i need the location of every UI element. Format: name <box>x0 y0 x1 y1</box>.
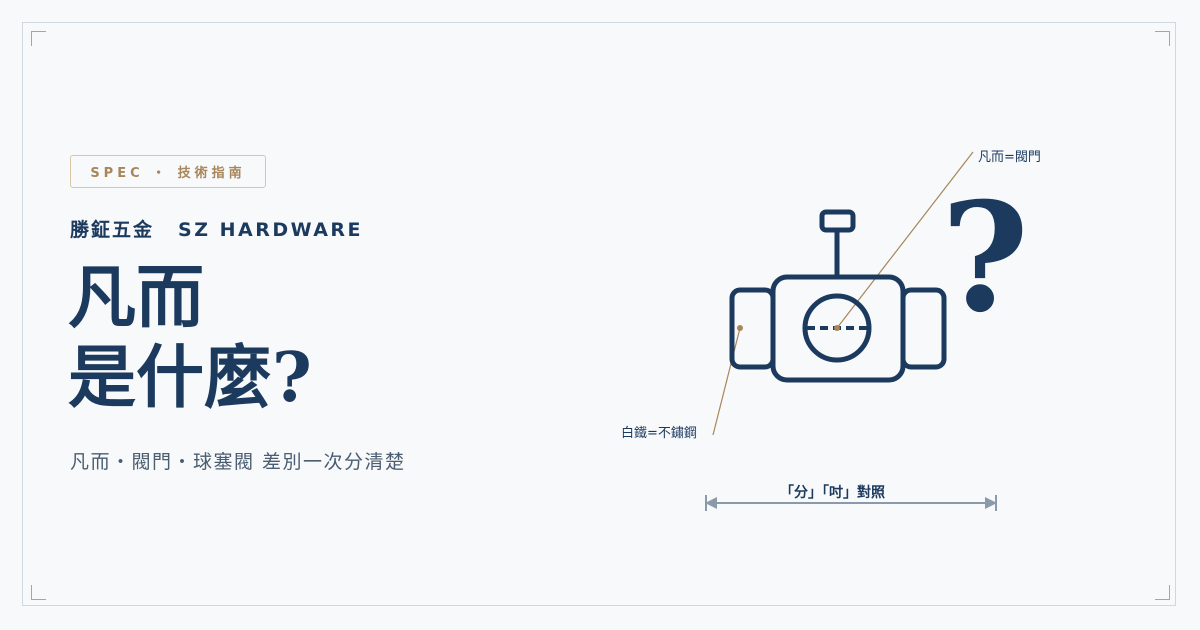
brand-name-zh: 勝鉦五金 <box>70 219 155 241</box>
corner-mark-bottom-right <box>1155 585 1170 600</box>
valve-ball <box>802 293 872 363</box>
leader-line-left <box>712 327 741 436</box>
leader-dot-center <box>834 325 840 331</box>
leader-line-top <box>836 151 974 329</box>
title-line-2: 是什麼? <box>68 338 312 418</box>
callout-valve: 凡而=閥門 <box>978 150 1041 165</box>
subtitle: 凡而・閥門・球塞閥 差別一次分清楚 <box>70 451 406 473</box>
brand-name-en: SZ HARDWARE <box>178 219 364 241</box>
category-badge: SPEC ・ 技術指南 <box>70 155 266 188</box>
dimension-arrow-left-icon <box>705 497 717 509</box>
corner-mark-bottom-left <box>31 585 46 600</box>
valve-flange-right <box>900 287 947 370</box>
valve-handle <box>819 209 856 233</box>
page-title: 凡而 是什麼? <box>68 258 312 418</box>
corner-mark-top-right <box>1155 31 1170 46</box>
leader-dot-left <box>737 325 743 331</box>
dimension-arrow-right-icon <box>985 497 997 509</box>
valve-diagram: ? <box>705 151 1029 511</box>
callout-stainless: 白鐵=不鏽鋼 <box>621 426 697 441</box>
question-mark-icon: ? <box>941 170 1029 346</box>
dimension-label: 「分」「吋」對照 <box>780 485 885 501</box>
valve-body <box>770 274 906 383</box>
corner-mark-top-left <box>31 31 46 46</box>
brand-name: 勝鉦五金 SZ HARDWARE <box>70 215 363 242</box>
title-line-1: 凡而 <box>68 258 205 338</box>
page-frame <box>22 22 1176 606</box>
